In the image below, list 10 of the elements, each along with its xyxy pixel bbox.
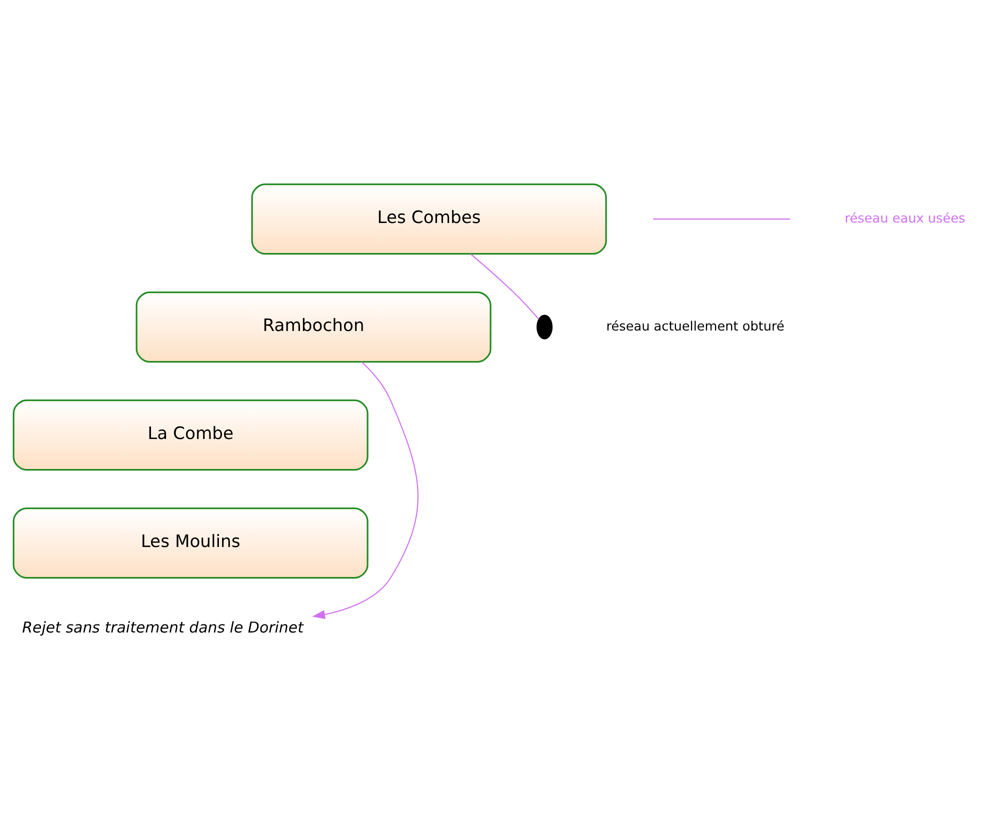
node-box: Les Combes xyxy=(250,182,606,254)
node-ellipse xyxy=(536,314,552,339)
node-box: Rambochon xyxy=(135,291,491,362)
node-box: La Combe xyxy=(12,399,368,470)
legend-label: réseau eaux usées xyxy=(844,210,965,226)
connector xyxy=(470,253,539,319)
arrow xyxy=(312,360,418,618)
caption: Rejet sans traitement dans le Dorinet xyxy=(22,618,303,636)
node-box: Les Moulins xyxy=(12,507,368,578)
label: réseau actuellement obturé xyxy=(606,318,784,334)
